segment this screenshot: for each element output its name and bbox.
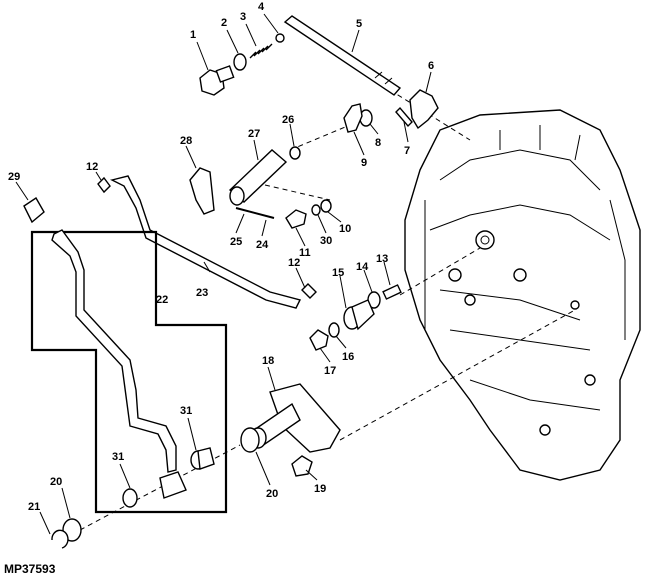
callout-16: 16	[342, 351, 354, 363]
callout-14: 14	[356, 261, 369, 273]
callout-17: 17	[324, 365, 336, 377]
callout-8: 8	[375, 137, 381, 149]
part-bushing-31-b	[122, 471, 187, 508]
callout-15: 15	[332, 267, 344, 279]
callout-28: 28	[180, 135, 192, 147]
callout-30: 30	[320, 235, 332, 247]
callout-7: 7	[404, 145, 410, 157]
leader-lines	[15, 13, 432, 535]
part-bolt-11	[285, 209, 307, 229]
part-cap-29	[23, 197, 45, 224]
callout-24: 24	[256, 239, 269, 251]
callout-29: 29	[8, 171, 20, 183]
figure-id: MP37593	[4, 562, 56, 576]
callout-18: 18	[262, 355, 274, 367]
callout-5: 5	[356, 18, 362, 30]
callout-19: 19	[314, 483, 326, 495]
part-clip-12-upper	[97, 176, 111, 194]
part-bushing-31-a	[190, 447, 215, 470]
part-fitting-17	[309, 329, 329, 351]
callout-1: 1	[190, 29, 196, 41]
callout-12-lower: 12	[288, 257, 300, 269]
part-washer-20-upper	[240, 427, 260, 453]
callout-labels: 1 2 3 4 5 6 7 8 9 10 11 12 12 13 14 15 1…	[8, 1, 434, 513]
callout-12-upper: 12	[86, 161, 98, 173]
callout-6: 6	[428, 60, 434, 72]
part-shaft-27	[228, 149, 288, 206]
callout-31-upper: 31	[180, 405, 192, 417]
callout-9: 9	[361, 157, 367, 169]
part-ball-4	[275, 33, 285, 43]
part-pin-13	[382, 284, 402, 300]
callout-2: 2	[221, 17, 227, 29]
part-spring-3	[249, 43, 273, 59]
callout-20-upper: 20	[266, 488, 278, 500]
callout-20-lower: 20	[50, 476, 62, 488]
part-clip-12-lower	[301, 283, 317, 299]
callout-27: 27	[248, 128, 260, 140]
part-shift-fork-6	[409, 89, 439, 130]
part-pin-7	[395, 106, 413, 128]
assembly-box-22	[30, 230, 228, 514]
part-o-ring-26	[289, 146, 301, 160]
part-bushing-15	[343, 299, 375, 331]
part-shift-rod-5	[283, 15, 402, 96]
part-washer-16	[328, 322, 340, 338]
callout-26: 26	[282, 114, 294, 126]
part-plate-18	[249, 383, 341, 453]
callout-21: 21	[28, 501, 40, 513]
part-link-rod-23	[109, 175, 302, 309]
callout-25: 25	[230, 236, 242, 248]
part-lock-washer-30	[311, 204, 321, 216]
callout-22: 22	[156, 294, 168, 306]
callout-31-lower: 31	[112, 451, 124, 463]
callout-3: 3	[240, 11, 246, 23]
callout-23: 23	[196, 287, 208, 299]
part-washer-10	[320, 199, 332, 213]
part-shift-lever-22	[51, 229, 177, 473]
part-lever-28	[189, 167, 215, 215]
part-bolt-1	[199, 65, 235, 96]
callout-10: 10	[339, 223, 351, 235]
callout-4: 4	[258, 1, 265, 13]
part-snap-ring-21	[51, 529, 69, 549]
part-shift-arm-9	[343, 103, 363, 133]
callout-13: 13	[376, 253, 388, 265]
part-pin-25-24	[235, 207, 275, 219]
callout-11: 11	[299, 247, 311, 259]
transmission-case	[404, 109, 641, 481]
part-washer-2	[233, 53, 247, 71]
